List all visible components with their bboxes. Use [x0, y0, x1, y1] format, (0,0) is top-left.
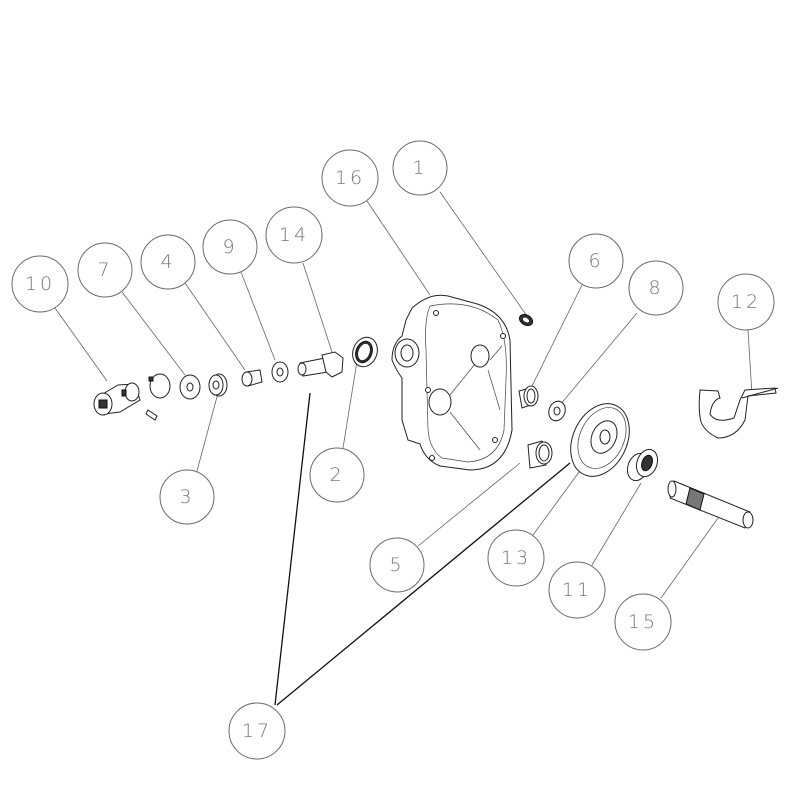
balloon-label: 1 — [412, 157, 427, 179]
balloon-4[interactable]: 4 — [140, 234, 196, 290]
balloon-8[interactable]: 8 — [628, 260, 684, 316]
leader-1 — [439, 191, 528, 317]
balloon-1[interactable]: 1 — [392, 140, 448, 196]
leader-9 — [240, 271, 276, 361]
leader-lines — [54, 191, 753, 706]
balloon-9[interactable]: 9 — [202, 219, 258, 275]
leader-12 — [747, 329, 753, 396]
balloon-label: 13 — [501, 547, 531, 569]
balloon-7[interactable]: 7 — [77, 242, 133, 298]
leader-14 — [302, 262, 333, 353]
balloon-label: 11 — [562, 579, 592, 601]
leader-3 — [196, 392, 219, 472]
leader-2 — [342, 354, 359, 449]
balloon-11[interactable]: 11 — [548, 561, 606, 619]
part-washer-9 — [271, 361, 289, 383]
balloon-label: 16 — [335, 167, 365, 189]
balloon-3[interactable]: 3 — [159, 469, 215, 525]
balloon-17[interactable]: 17 — [228, 702, 286, 760]
leader-17b — [276, 462, 571, 706]
leader-17a — [274, 392, 311, 706]
balloon-10[interactable]: 10 — [11, 255, 69, 313]
leader-11 — [591, 482, 642, 566]
balloon-label: 15 — [628, 611, 658, 633]
balloon-14[interactable]: 14 — [265, 206, 323, 264]
parts — [93, 294, 779, 529]
balloon-13[interactable]: 13 — [487, 529, 545, 587]
balloon-label: 8 — [648, 277, 663, 299]
part-washer-8 — [548, 400, 566, 422]
part-bushing-4 — [241, 369, 263, 387]
balloon-label: 2 — [329, 464, 344, 486]
leader-16 — [366, 200, 431, 296]
part-washer-7 — [179, 374, 201, 400]
part-o-ring-1 — [518, 313, 534, 327]
balloon-15[interactable]: 15 — [614, 593, 672, 651]
balloons: 1 2 3 4 5 6 7 8 9 10 11 12 13 14 15 16 1… — [11, 140, 775, 760]
balloon-label: 10 — [25, 273, 55, 295]
balloon-label: 4 — [160, 251, 175, 273]
part-oil-seal-2 — [352, 336, 378, 368]
part-bushing-6 — [518, 385, 539, 409]
leader-4 — [184, 282, 246, 371]
part-circlip — [148, 373, 171, 399]
leader-8 — [559, 312, 638, 406]
part-shaft-14 — [297, 351, 344, 378]
leader-10 — [54, 307, 108, 382]
balloon-label: 5 — [389, 554, 404, 576]
part-gearbox-cover — [391, 294, 513, 471]
part-bearing-3 — [208, 373, 228, 397]
balloon-12[interactable]: 12 — [717, 273, 775, 331]
leader-15 — [660, 517, 719, 599]
balloon-label: 17 — [242, 720, 272, 742]
part-gear-wheel-13 — [570, 403, 630, 477]
part-universal-joint — [93, 382, 141, 416]
leader-6 — [529, 284, 583, 391]
part-splined-gear-11 — [626, 448, 659, 482]
part-shift-fork-12 — [698, 387, 779, 439]
leader-7 — [121, 291, 186, 376]
balloon-label: 9 — [222, 236, 237, 258]
part-splined-shaft-15 — [667, 480, 754, 529]
balloon-5[interactable]: 5 — [369, 537, 425, 593]
balloon-label: 7 — [97, 259, 112, 281]
balloon-16[interactable]: 16 — [321, 149, 379, 207]
balloon-label: 12 — [731, 291, 761, 313]
balloon-label: 3 — [179, 486, 194, 508]
balloon-2[interactable]: 2 — [309, 447, 365, 503]
part-pin — [145, 409, 158, 421]
leader-13 — [532, 467, 583, 536]
part-bushing-5 — [527, 440, 553, 469]
balloon-label: 6 — [588, 250, 603, 272]
balloon-6[interactable]: 6 — [568, 233, 624, 289]
balloon-label: 14 — [279, 224, 309, 246]
leader-5 — [417, 462, 521, 547]
